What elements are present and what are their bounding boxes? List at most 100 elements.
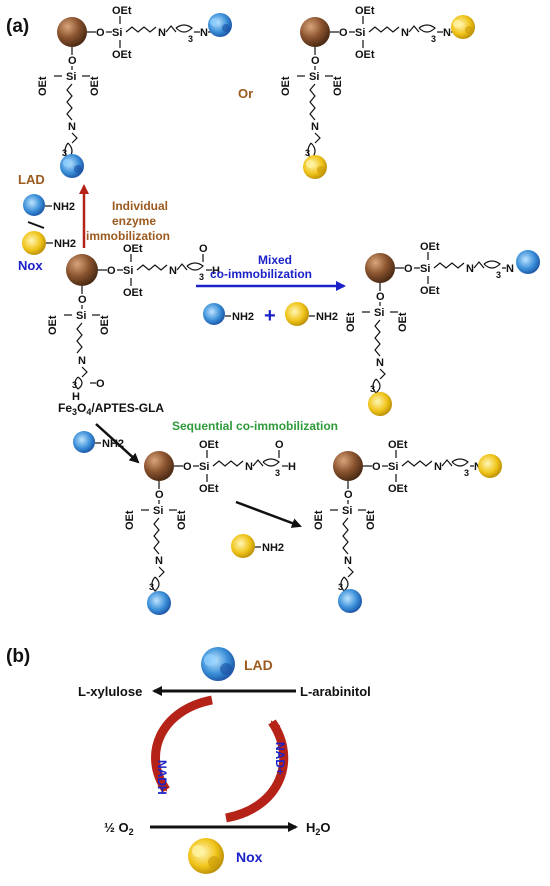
product-label: L-xylulose xyxy=(78,684,142,699)
magnetic-bead xyxy=(300,17,330,47)
ethoxy-label: OEt xyxy=(112,49,132,61)
lad-enzyme xyxy=(147,591,171,615)
mixed-label: Mixed xyxy=(258,253,292,267)
hydrogen-label: H xyxy=(72,391,80,403)
ethoxy-label: OEt xyxy=(355,49,375,61)
lad-enzyme xyxy=(203,303,225,325)
silicon-label: Si xyxy=(420,263,430,275)
lad-enzyme xyxy=(208,13,232,37)
structure-top-right: O Si OEt OEt N 3 N O Si OEt OEt N 3 xyxy=(280,5,455,160)
subscript-3: 3 xyxy=(305,148,310,158)
nox-enzyme xyxy=(188,838,224,874)
subscript-3: 3 xyxy=(199,272,204,282)
magnetic-bead xyxy=(333,451,363,481)
amine-label: NH2 xyxy=(262,542,284,554)
nox-enzyme xyxy=(478,454,502,478)
ethoxy-label: OEt xyxy=(89,76,101,96)
ethoxy-label: OEt xyxy=(388,439,408,451)
lad-label: LAD xyxy=(18,172,45,187)
panel-b-label: (b) xyxy=(6,646,30,667)
plus-sign: + xyxy=(264,305,276,327)
nitrogen-label: N xyxy=(344,555,352,567)
subscript-3: 3 xyxy=(275,468,280,478)
silicon-label: Si xyxy=(199,461,209,473)
oxygen-label: O xyxy=(96,27,105,39)
subscript-3: 3 xyxy=(370,384,375,394)
oxygen-label: O xyxy=(311,55,320,67)
oxygen-label: O xyxy=(376,291,385,303)
cycle-nox-label: Nox xyxy=(236,849,263,865)
ethoxy-label: OEt xyxy=(47,315,59,335)
ethoxy-label: OEt xyxy=(313,510,325,530)
silicon-label: Si xyxy=(76,310,86,322)
subscript-3: 3 xyxy=(464,468,469,478)
nadh-label: NADH xyxy=(155,760,169,795)
oxygen-label: O xyxy=(96,378,105,390)
lad-enzyme xyxy=(338,589,362,613)
magnetic-bead xyxy=(66,254,98,286)
ethoxy-label: OEt xyxy=(176,510,188,530)
ethoxy-label: OEt xyxy=(199,439,219,451)
oxygen-label: O xyxy=(155,489,164,501)
subscript-3: 3 xyxy=(62,148,67,158)
oxygen-label: O xyxy=(199,243,208,255)
silicon-label: Si xyxy=(112,27,122,39)
hydrogen-label: H xyxy=(212,265,220,277)
silicon-label: Si xyxy=(342,505,352,517)
nox-label: Nox xyxy=(18,258,43,273)
oxygen-label: O xyxy=(78,294,87,306)
ethoxy-label: OEt xyxy=(420,241,440,253)
ethoxy-label: OEt xyxy=(112,5,132,17)
magnetic-bead xyxy=(57,17,87,47)
nitrogen-label: N xyxy=(466,263,474,275)
nox-enzyme xyxy=(303,155,327,179)
oxygen-substrate-label: ½ O2 xyxy=(104,820,134,837)
structure-sequential-final: O Si OEt OEt N 3 N O Si OEt OEt N 3 xyxy=(313,439,482,592)
amine-label: NH2 xyxy=(102,438,124,450)
sequential-step-2-arrow xyxy=(235,500,302,528)
ethoxy-label: OEt xyxy=(355,5,375,17)
ethoxy-label: OEt xyxy=(123,243,143,255)
structure-mixed: O Si OEt OEt N 3 N O Si OEt OEt N 3 xyxy=(345,241,514,394)
nitrogen-label: N xyxy=(200,27,208,39)
nitrogen-label: N xyxy=(155,555,163,567)
magnetic-bead xyxy=(144,451,174,481)
nitrogen-label: N xyxy=(311,121,319,133)
nitrogen-label: N xyxy=(401,27,409,39)
nitrogen-label: N xyxy=(506,263,514,275)
individual-label: Individual xyxy=(112,199,168,213)
subscript-3: 3 xyxy=(338,582,343,592)
subscript-3: 3 xyxy=(431,34,436,44)
support-label: Fe3O4/APTES-GLA xyxy=(58,401,164,417)
hydrogen-label: H xyxy=(288,461,296,473)
magnetic-bead xyxy=(365,253,395,283)
oxygen-label: O xyxy=(107,265,116,277)
or-label: Or xyxy=(238,86,253,101)
ethoxy-label: OEt xyxy=(280,76,292,96)
nitrogen-label: N xyxy=(474,461,482,473)
oxygen-label: O xyxy=(404,263,413,275)
silicon-label: Si xyxy=(388,461,398,473)
ethoxy-label: OEt xyxy=(124,510,136,530)
ethoxy-label: OEt xyxy=(388,483,408,495)
nox-enzyme xyxy=(285,302,309,326)
ethoxy-label: OEt xyxy=(365,510,377,530)
nitrogen-label: N xyxy=(169,265,177,277)
ethoxy-label: OEt xyxy=(123,287,143,299)
oxygen-label: O xyxy=(275,439,284,451)
lad-enzyme xyxy=(23,194,45,216)
nox-enzyme xyxy=(22,231,46,255)
silicon-label: Si xyxy=(355,27,365,39)
nad-regeneration-arrow xyxy=(225,719,289,823)
lad-enzyme xyxy=(73,431,95,453)
mixed-label: co-immobilization xyxy=(210,267,312,281)
subscript-3: 3 xyxy=(149,582,154,592)
silicon-label: Si xyxy=(153,505,163,517)
individual-label: immobilization xyxy=(86,229,170,243)
structure-top-left: O Si OEt OEt N 3 N O Si OEt OEt N 3 N xyxy=(37,5,212,173)
nadh-regeneration-arrow xyxy=(151,695,213,793)
lad-enzyme xyxy=(201,647,235,681)
amine-label: NH2 xyxy=(54,238,76,250)
nitrogen-label: N xyxy=(434,461,442,473)
subscript-3: 3 xyxy=(496,270,501,280)
